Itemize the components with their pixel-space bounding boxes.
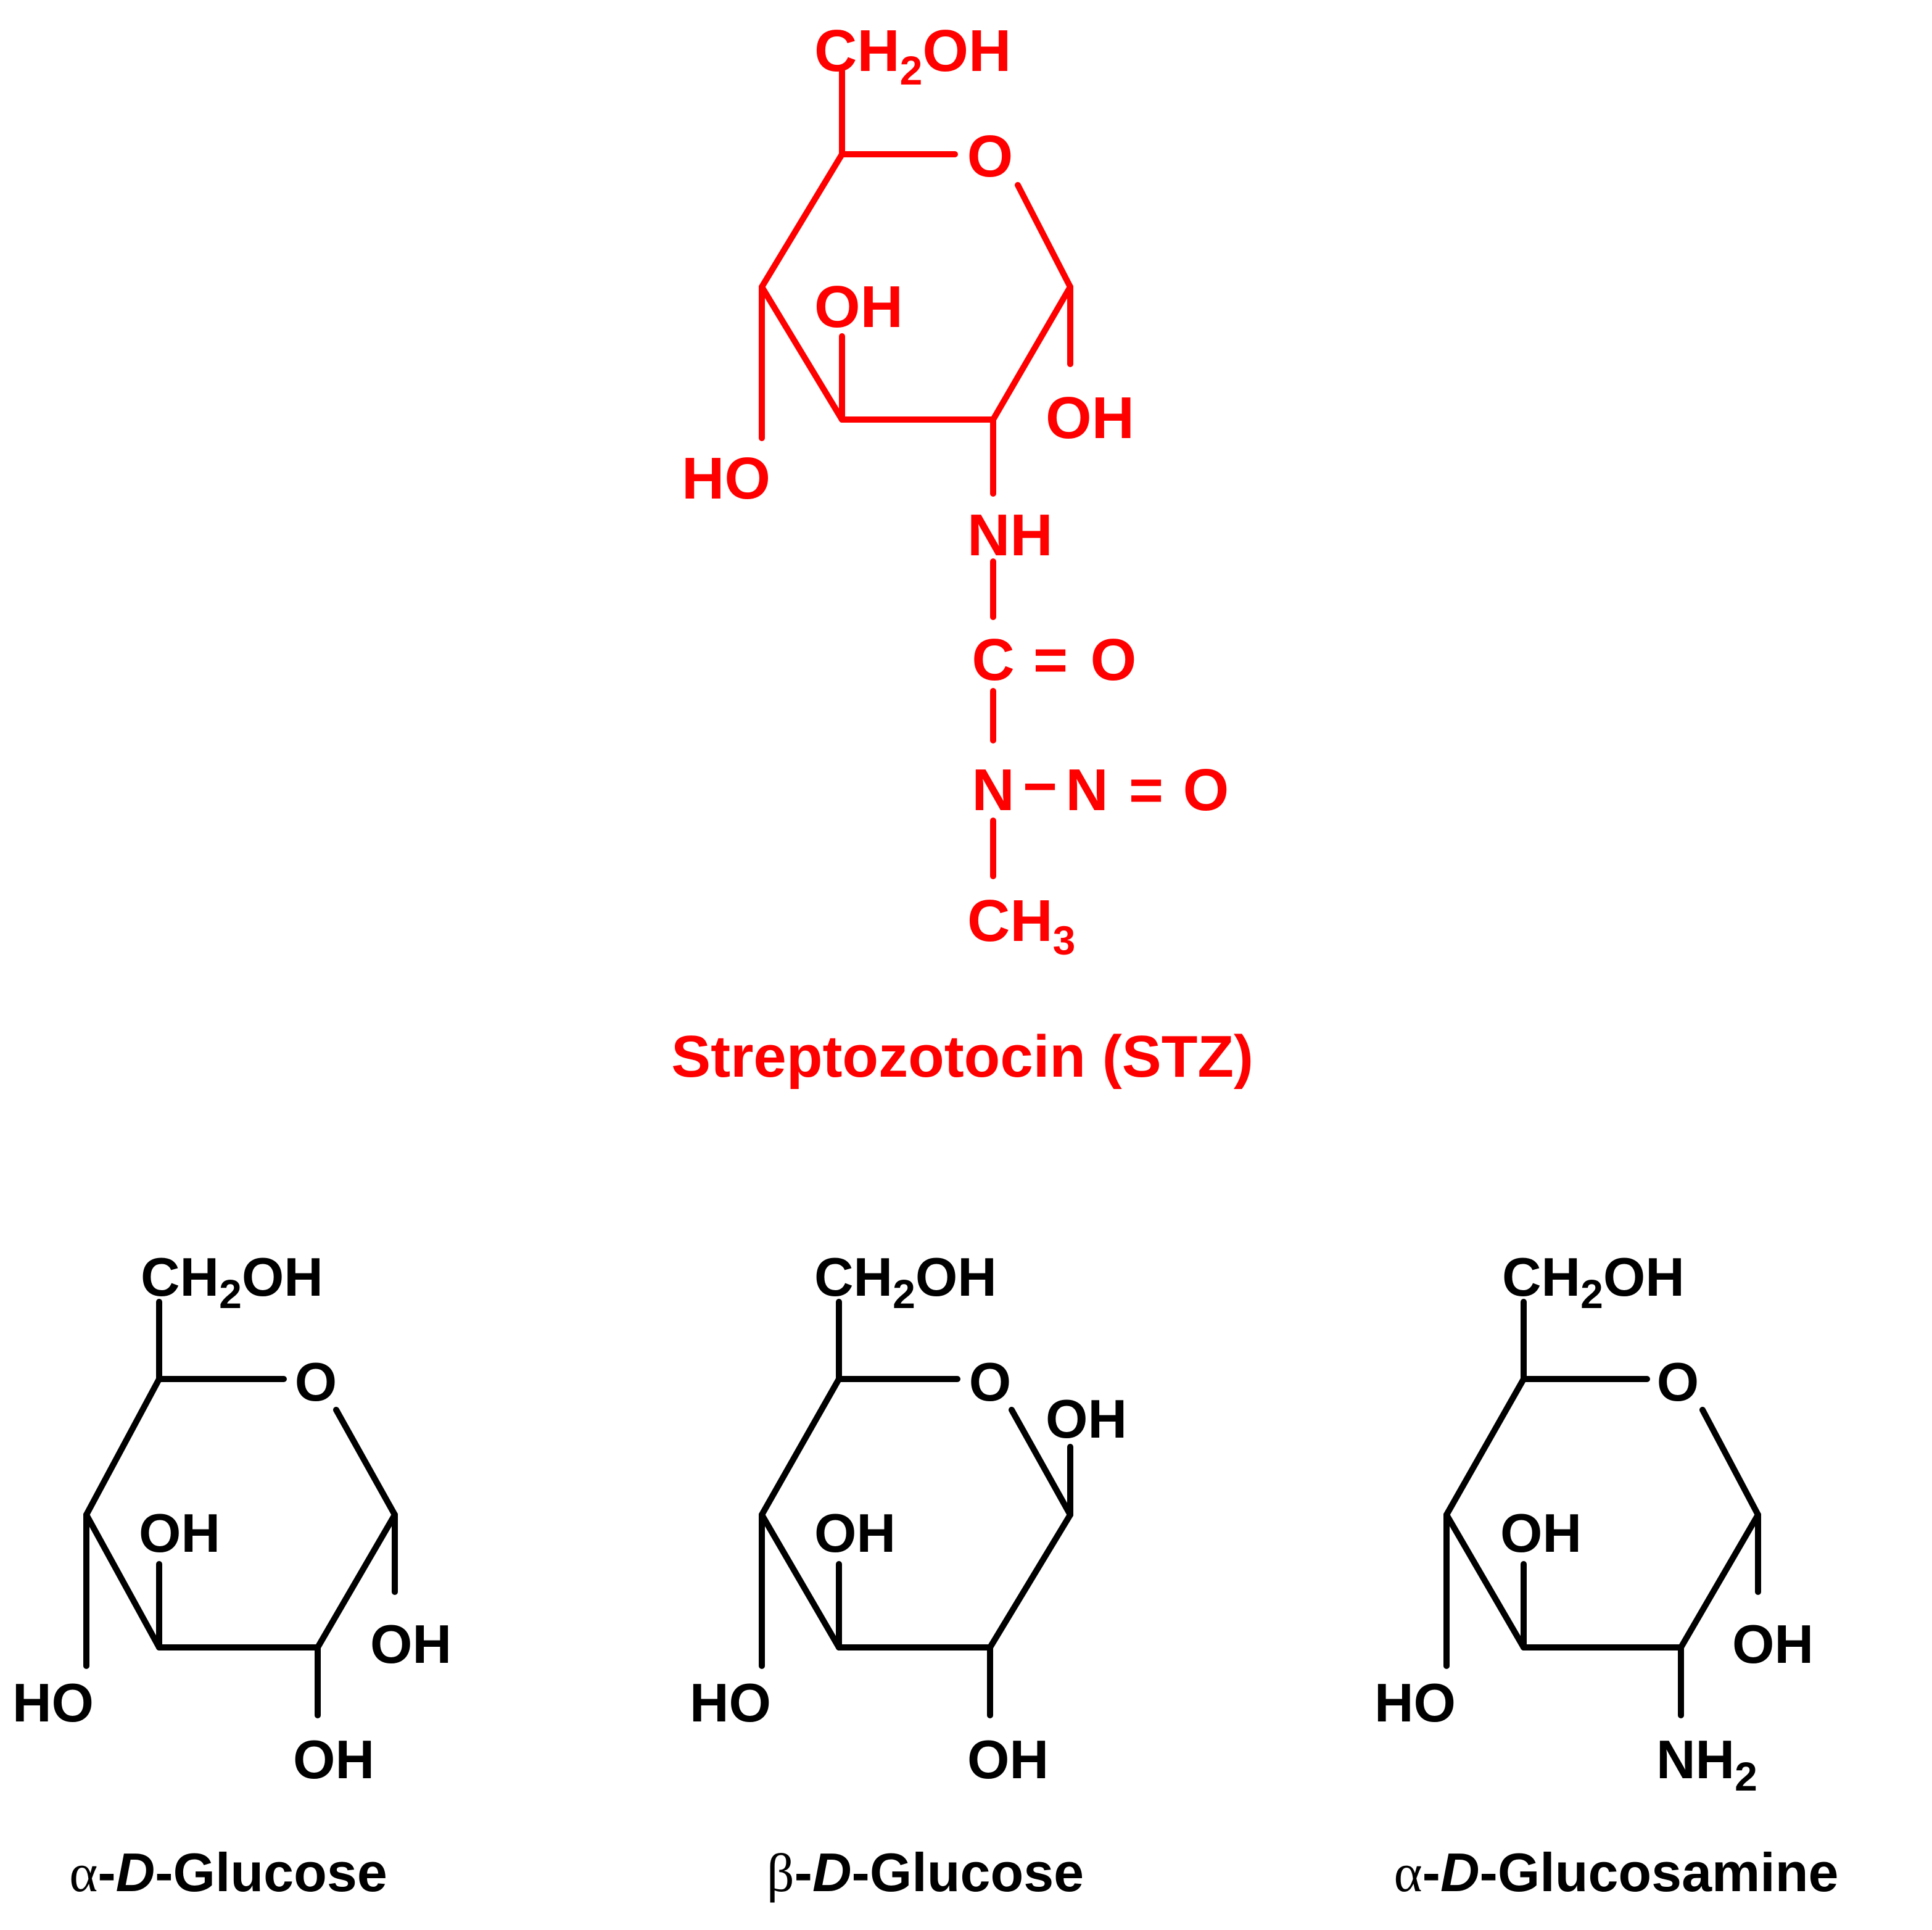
beta-glucose-caption: β-D-Glucose [767,1842,1084,1903]
bond [315,1512,398,1650]
bond [1015,182,1073,290]
beta-glucose-oh-anomeric: OH [1046,1388,1127,1449]
stz-ring-oxygen: O [967,123,1013,189]
stz-nitroso-n2: N [1065,757,1108,823]
bond [759,284,845,423]
glucosamine-ring-oxygen: O [1657,1351,1699,1412]
stz-carbonyl-group: C = O [972,627,1136,693]
alpha-d-glucosamine-structure: CH2OH O OH OH HO NH2 α-D-Glucosamine [1374,1246,1838,1903]
beta-d-glucose-structure: CH2OH O OH OH HO OH β-D-Glucose [690,1246,1127,1903]
bond [759,1512,842,1650]
stz-oh-inner: OH [814,274,903,340]
stz-carbonyl-oxygen: O [1091,627,1137,693]
glucosamine-nh2: NH2 [1656,1729,1757,1799]
streptozotocin-structure: CH2OH O OH OH HO NH C = O N − N = O CH3 … [671,18,1253,1090]
bond [1443,1512,1527,1650]
bond [333,1407,398,1518]
glucosamine-oh-right: OH [1732,1613,1814,1675]
stz-ch2oh-label: CH2OH [814,18,1011,93]
stz-ho-left: HO [682,445,770,511]
stz-nitroso-oxygen: O [1183,757,1229,823]
glucosamine-oh-inner: OH [1500,1502,1582,1563]
bond [990,284,1073,423]
bond [1678,1512,1761,1650]
beta-glucose-ch2oh-label: CH2OH [814,1246,997,1317]
beta-glucose-oh-inner: OH [814,1502,896,1563]
alpha-glucose-oh-bottom: OH [293,1729,374,1790]
glucosamine-ho-left: HO [1374,1672,1456,1733]
stz-caption: Streptozotocin (STZ) [671,1024,1253,1090]
alpha-glucose-ch2oh-label: CH2OH [141,1246,323,1317]
stz-nitroso-double-bond: = [1129,757,1163,823]
beta-glucose-oh-bottom: OH [967,1729,1049,1790]
alpha-glucose-ho-left: HO [12,1672,94,1733]
stz-nitroso-group: N − N = O [972,753,1229,823]
alpha-glucose-caption: α-D-Glucose [69,1842,387,1903]
stz-oh-right: OH [1046,385,1134,451]
bond [1009,1407,1073,1518]
stz-nitroso-single-bond: − [1023,753,1057,819]
glucosamine-ch2oh-label: CH2OH [1502,1246,1685,1317]
alpha-glucose-ring-oxygen: O [295,1351,337,1412]
bond [83,1512,162,1650]
bond [759,151,845,290]
alpha-glucose-oh-right: OH [370,1613,452,1675]
stz-bonds [759,68,1073,879]
bond [1443,1376,1527,1518]
beta-glucose-ho-left: HO [690,1672,771,1733]
stz-nh: NH [967,502,1053,568]
alpha-glucose-oh-inner: OH [139,1502,220,1563]
stz-carbonyl-carbon: C [972,627,1014,693]
alpha-d-glucose-structure: CH2OH O OH OH HO OH α-D-Glucose [12,1246,452,1903]
stz-methyl: CH3 [967,888,1075,963]
glucosamine-caption: α-D-Glucosamine [1394,1842,1839,1903]
beta-glucose-ring-oxygen: O [969,1351,1011,1412]
bond [83,1376,162,1518]
bond [987,1512,1073,1650]
bond [759,1376,842,1518]
bond [1699,1407,1761,1518]
stz-carbonyl-double-bond: = [1033,627,1068,693]
stz-nitroso-n1: N [972,757,1014,823]
